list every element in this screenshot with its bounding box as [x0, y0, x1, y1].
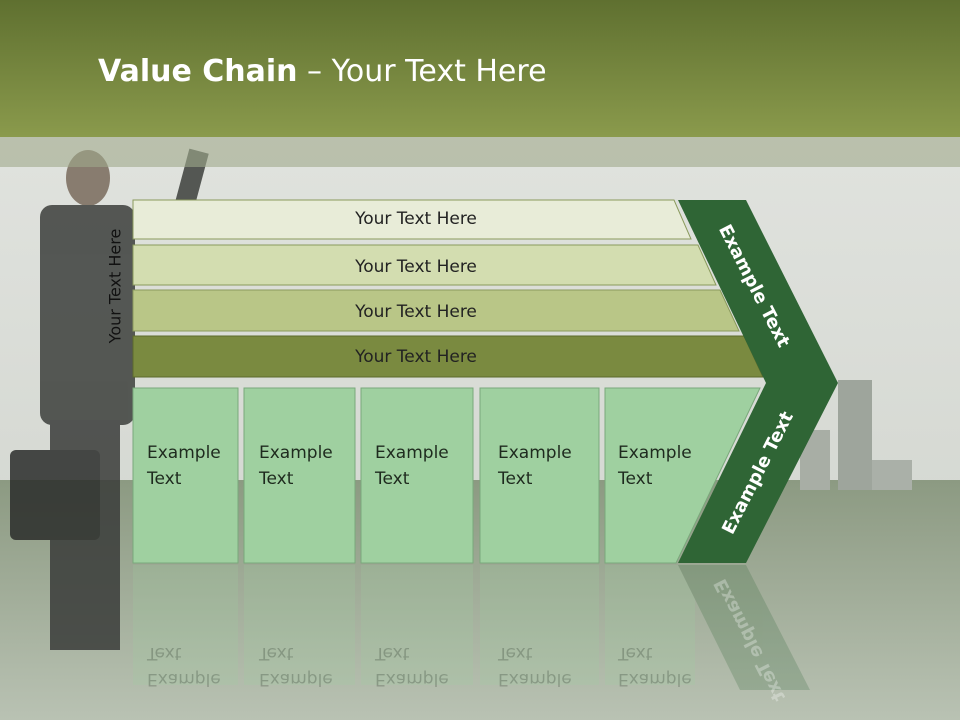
cell-reflection-5: Example Text — [618, 640, 692, 692]
cell-reflection-4-line1: Example — [498, 669, 572, 689]
row-shape-2 — [132, 244, 717, 286]
cell-reflection-3-line2: Text — [375, 643, 410, 663]
chevron-arrow — [678, 200, 838, 563]
header-bar — [0, 0, 960, 137]
cell-5-line1: Example — [618, 443, 692, 463]
row-label-3: Your Text Here — [355, 302, 477, 322]
cell-reflection-3: Example Text — [375, 640, 449, 692]
cell-reflection-1-line2: Text — [147, 643, 182, 663]
row-label-2: Your Text Here — [355, 257, 477, 277]
row-shape-3 — [132, 289, 740, 332]
cell-4-line1: Example — [498, 443, 572, 463]
title-rest: – Your Text Here — [297, 54, 547, 89]
header-band — [0, 137, 960, 167]
cell-reflection-1-line1: Example — [147, 669, 221, 689]
row-label-1: Your Text Here — [355, 209, 477, 229]
title-bold: Value Chain — [98, 54, 298, 89]
row-shape-4 — [132, 335, 764, 378]
reflection — [133, 565, 810, 690]
cell-1-line2: Text — [147, 469, 182, 489]
businessman-figure — [10, 148, 209, 650]
cell-reflection-1: Example Text — [147, 640, 221, 692]
cell-reflection-4-line2: Text — [498, 643, 533, 663]
cell-reflection-2: Example Text — [259, 640, 333, 692]
cell-reflection-2-line2: Text — [259, 643, 294, 663]
cell-2-line2: Text — [259, 469, 294, 489]
slide-title: Value Chain – Your Text Here — [98, 54, 547, 89]
row-shape-1 — [132, 199, 692, 240]
cell-reflection-2-line1: Example — [259, 669, 333, 689]
cell-3-line1: Example — [375, 443, 449, 463]
cell-shape-4 — [479, 387, 600, 564]
cell-2-line1: Example — [259, 443, 333, 463]
cell-3-line2: Text — [375, 469, 410, 489]
cell-shape-5 — [604, 387, 761, 564]
cell-shape-1 — [132, 387, 239, 564]
cell-reflection-5-line1: Example — [618, 669, 692, 689]
cell-shape-3 — [360, 387, 474, 564]
cell-reflection-4: Example Text — [498, 640, 572, 692]
cell-reflection-5-line2: Text — [618, 643, 653, 663]
cell-shape-2 — [243, 387, 356, 564]
cell-5-line2: Text — [618, 469, 653, 489]
cell-1-line1: Example — [147, 443, 221, 463]
cell-reflection-3-line1: Example — [375, 669, 449, 689]
cell-4-line2: Text — [498, 469, 533, 489]
row-label-4: Your Text Here — [355, 347, 477, 367]
